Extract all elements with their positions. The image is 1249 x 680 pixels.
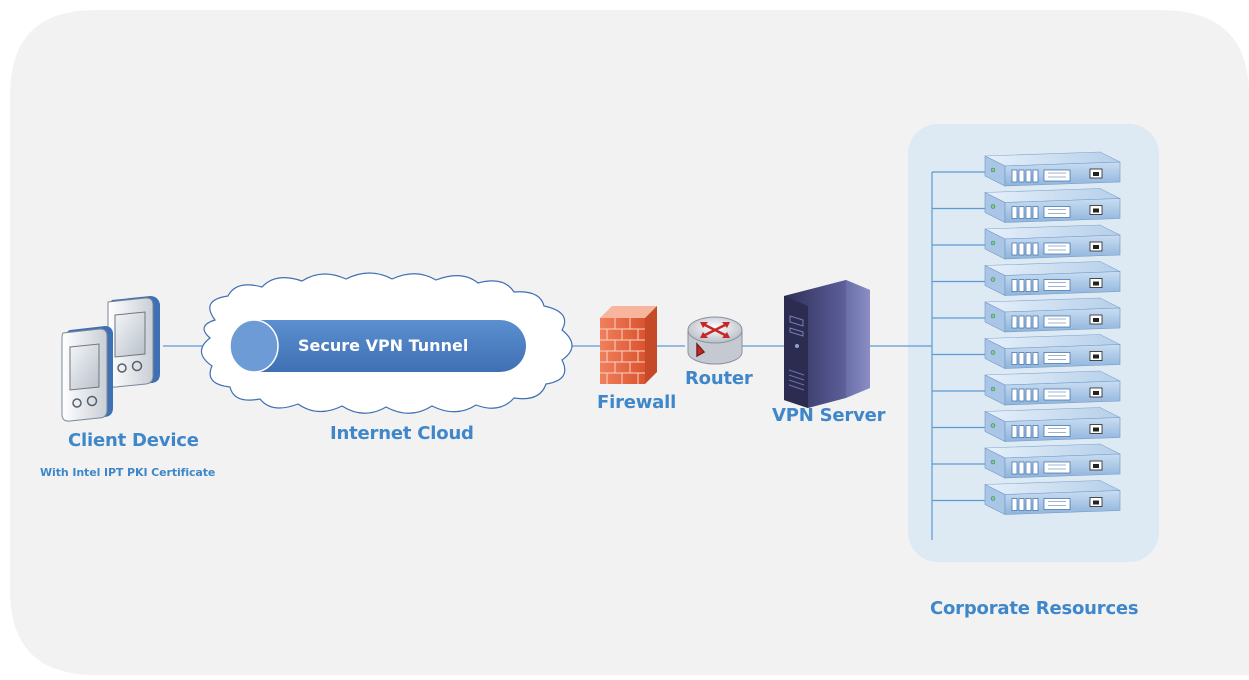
internet-cloud-label: Internet Cloud <box>330 423 474 444</box>
rack-server-unit <box>984 334 1121 369</box>
firewall-label: Firewall <box>597 392 677 413</box>
vpn-tunnel-mouth <box>229 319 279 373</box>
client-device-sublabel: With Intel IPT PKI Certificate <box>40 466 216 479</box>
phone-front <box>61 326 113 422</box>
corporate-server-rack <box>984 151 1121 515</box>
phone-back <box>107 296 160 388</box>
rack-stub-lines <box>932 171 985 502</box>
client-device-label: Client Device <box>68 430 199 451</box>
rack-server-unit <box>984 224 1121 260</box>
vpn-server-label: VPN Server <box>772 405 886 426</box>
router-icon <box>687 316 743 365</box>
rack-server-unit <box>984 407 1121 442</box>
vpn-tunnel-label: Secure VPN Tunnel <box>298 336 469 355</box>
rack-server-unit <box>984 480 1121 515</box>
rack-server-unit <box>984 151 1121 187</box>
internet-cloud-icon <box>200 272 573 414</box>
rack-server-unit <box>984 297 1121 333</box>
vpn-server-icon <box>784 280 870 408</box>
corporate-resources-label: Corporate Resources <box>930 598 1139 619</box>
rack-server-unit <box>984 188 1121 223</box>
rack-server-unit <box>984 261 1121 296</box>
firewall-icon <box>600 306 657 384</box>
router-label: Router <box>685 368 753 389</box>
client-device-icon <box>61 296 160 422</box>
vpn-tunnel <box>254 320 526 372</box>
rack-server-unit <box>984 370 1121 406</box>
rack-server-unit <box>984 443 1121 479</box>
